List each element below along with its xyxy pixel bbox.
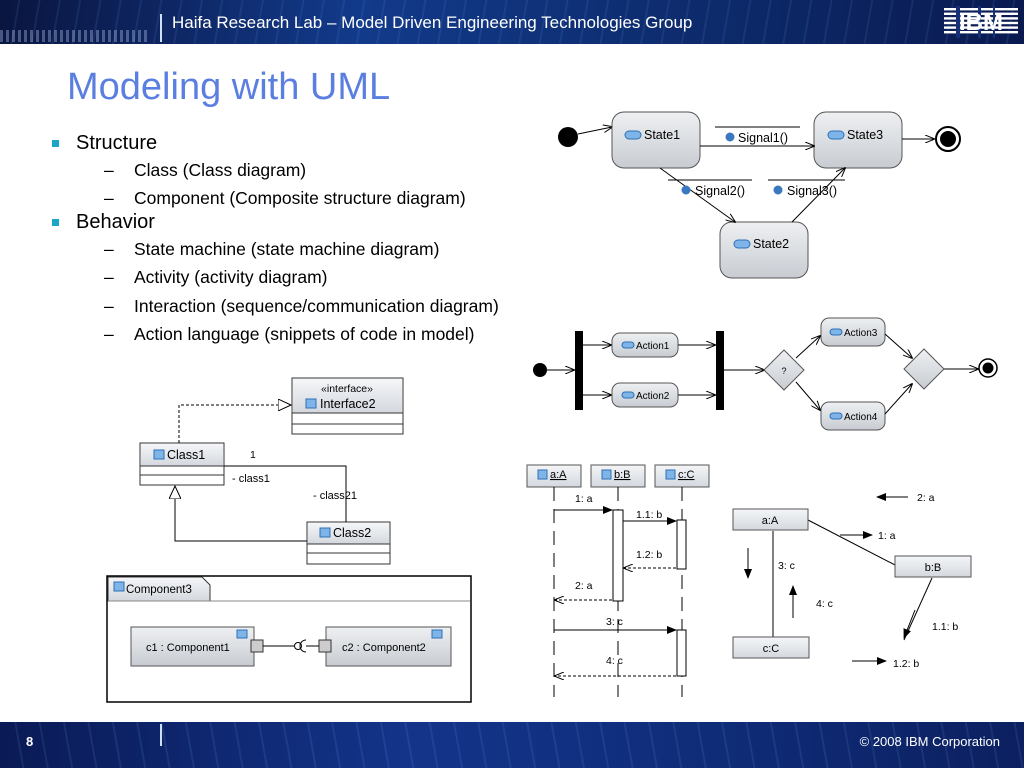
header-dots-decoration — [0, 30, 150, 42]
activity-initial-node — [533, 363, 547, 377]
svg-text:Action2: Action2 — [636, 391, 670, 402]
header-decoration — [0, 0, 1024, 44]
svg-text:a:A: a:A — [550, 469, 567, 481]
state-icon — [827, 130, 845, 140]
svg-text:4: c: 4: c — [816, 598, 833, 610]
header-bar: Haifa Research Lab – Model Driven Engine… — [0, 0, 1024, 44]
svg-text:Class2: Class2 — [333, 526, 371, 540]
component-icon — [431, 629, 443, 639]
svg-text:c:C: c:C — [678, 469, 695, 481]
component-icon — [113, 581, 125, 592]
signal-icon — [681, 185, 691, 195]
svg-text:- class1: - class1 — [232, 473, 270, 485]
required-interface — [299, 639, 307, 653]
state-icon — [624, 130, 642, 140]
svg-text:- class21: - class21 — [313, 490, 357, 502]
initial-state — [558, 127, 578, 147]
communication-diagram: a:A b:B c:C 2: a 1: a 3: c 4: c 1.1: b 1… — [732, 492, 972, 670]
svg-text:b:B: b:B — [925, 562, 942, 574]
svg-text:Action1: Action1 — [636, 341, 670, 352]
slide-title: Modeling with UML — [67, 66, 391, 108]
state-state3: State3 — [813, 111, 903, 169]
join-bar — [716, 331, 724, 410]
lifeline-a: a:A — [526, 464, 582, 697]
component-diagram: Component3 c1 : Component1 c2 : Componen… — [106, 575, 472, 703]
svg-text:State1: State1 — [644, 128, 680, 142]
svg-text:3: c: 3: c — [778, 560, 795, 572]
header-separator — [160, 14, 162, 42]
object-b: b:B — [894, 555, 972, 578]
svg-text:b:B: b:B — [614, 469, 631, 481]
ibm-logo: IBM — [944, 6, 1018, 38]
copyright: © 2008 IBM Corporation — [859, 734, 1000, 749]
port — [250, 639, 264, 653]
svg-text:Signal2(): Signal2() — [695, 184, 745, 198]
state-state2: State2 — [719, 221, 809, 279]
state-machine-diagram: State1 State3 State2 Signal1() Signal2()… — [558, 111, 961, 279]
svg-text:1: a: 1: a — [878, 530, 896, 542]
svg-text:Signal1(): Signal1() — [738, 131, 788, 145]
header-title: Haifa Research Lab – Model Driven Engine… — [172, 13, 693, 32]
action-action2: Action2 — [611, 382, 679, 408]
sequence-diagram: a:A b:B c:C 1: a 1.1: b 1.2: b 2: a 3: c… — [526, 464, 710, 697]
svg-text:2: a: 2: a — [917, 492, 935, 504]
svg-text:4: c: 4: c — [606, 655, 623, 667]
state-state1: State1 — [611, 111, 701, 169]
class-icon — [319, 527, 331, 538]
class-class2: Class2 — [306, 521, 391, 565]
svg-text:Signal3(): Signal3() — [787, 184, 837, 198]
svg-text:c2 : Component2: c2 : Component2 — [342, 642, 426, 654]
svg-text:c:C: c:C — [763, 643, 780, 655]
svg-text:1.2: b: 1.2: b — [893, 658, 919, 670]
footer-separator — [160, 724, 162, 746]
object-a: a:A — [732, 508, 809, 531]
merge-node — [903, 348, 945, 390]
object-c: c:C — [732, 636, 810, 659]
svg-text:Action3: Action3 — [844, 328, 878, 339]
signal-icon — [773, 185, 783, 195]
svg-text:a:A: a:A — [762, 515, 779, 527]
svg-text:State3: State3 — [847, 128, 883, 142]
interface-interface2: «interface» Interface2 — [291, 377, 404, 435]
class-diagram: «interface» Interface2 Class1 Class2 1 -… — [139, 377, 404, 565]
svg-text:1: a: 1: a — [575, 493, 593, 505]
ibm-logo-text: IBM — [959, 9, 1003, 36]
class-icon — [153, 449, 165, 460]
page-number: 8 — [26, 734, 34, 749]
svg-text:1.1: b: 1.1: b — [932, 621, 958, 633]
activity-diagram: Action1 Action2 ? Action3 Action4 — [533, 317, 998, 431]
svg-text:«interface»: «interface» — [321, 383, 373, 395]
svg-text:Interface2: Interface2 — [320, 397, 376, 411]
svg-text:Action4: Action4 — [844, 412, 878, 423]
footer-decoration — [0, 722, 1024, 768]
footer-bar: 8 © 2008 IBM Corporation — [0, 722, 1024, 768]
svg-text:1.1: b: 1.1: b — [636, 509, 662, 521]
svg-text:Class1: Class1 — [167, 448, 205, 462]
state-icon — [733, 239, 751, 249]
action-action4: Action4 — [820, 401, 886, 431]
interface-icon — [305, 398, 317, 409]
svg-text:?: ? — [781, 366, 786, 376]
part-c2: c2 : Component2 — [318, 626, 452, 667]
svg-text:3: c: 3: c — [606, 616, 623, 628]
svg-text:c1 : Component1: c1 : Component1 — [146, 642, 230, 654]
decision-node: ? — [763, 349, 805, 391]
class-class1: Class1 — [139, 442, 225, 486]
action-action1: Action1 — [611, 332, 679, 358]
part-c1: c1 : Component1 — [130, 626, 264, 667]
signal-icon — [725, 132, 735, 142]
fork-bar — [575, 331, 583, 410]
port — [318, 639, 332, 653]
component-icon — [236, 629, 248, 639]
action-action3: Action3 — [820, 317, 886, 347]
svg-text:2: a: 2: a — [575, 580, 593, 592]
svg-text:1.2: b: 1.2: b — [636, 549, 662, 561]
svg-text:1: 1 — [250, 449, 256, 461]
svg-text:Component3: Component3 — [126, 584, 192, 596]
svg-text:State2: State2 — [753, 237, 789, 251]
